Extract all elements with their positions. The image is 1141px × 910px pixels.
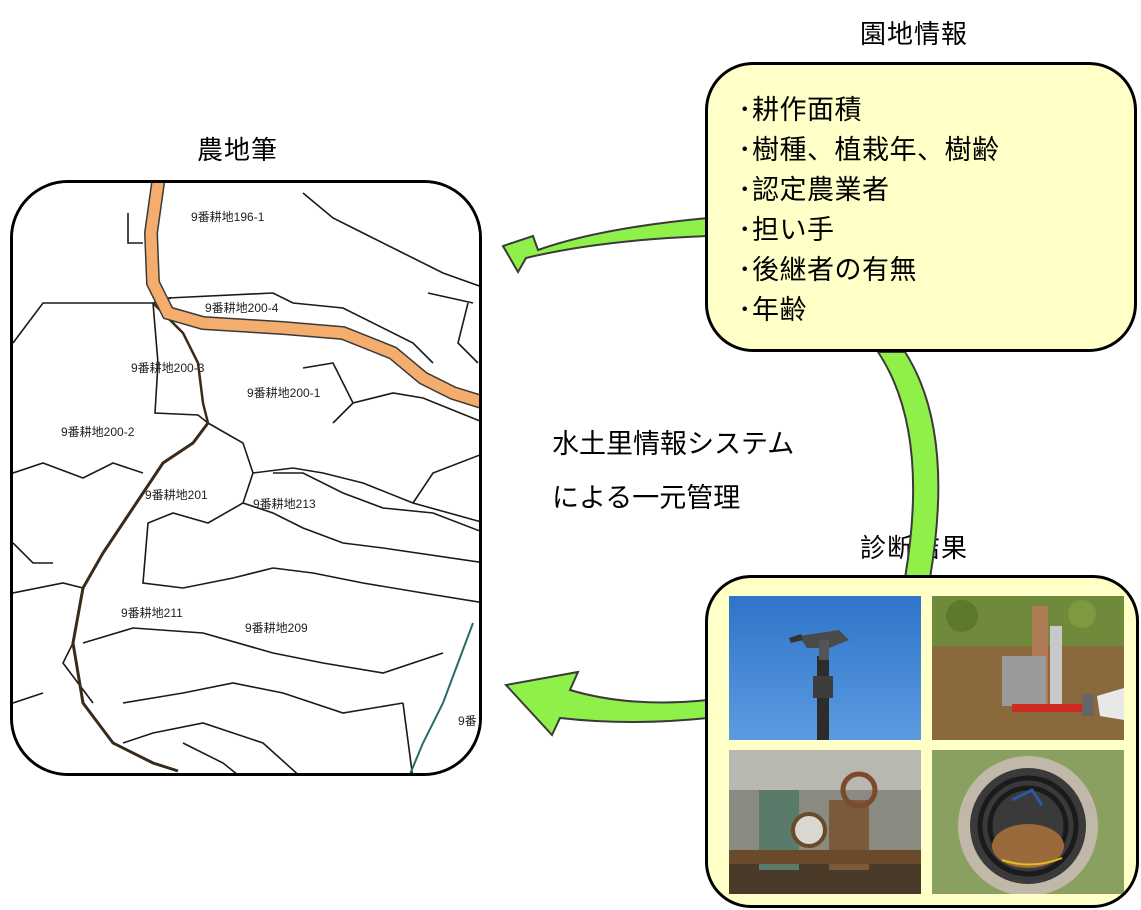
- arrow-info-to-map: [501, 216, 709, 275]
- pressure-valve-photo: [729, 750, 921, 894]
- info-panel-title: 園地情報: [860, 20, 969, 50]
- parcel-label: 9番耕地200-2: [61, 424, 135, 439]
- arrow-diagnosis-to-map: [504, 670, 709, 737]
- info-item-bearer: ･担い手: [738, 215, 835, 246]
- farm-info-panel: ･耕作面積 ･樹種、植栽年、樹齢 ･認定農業者 ･担い手 ･後継者の有無 ･年齢: [705, 62, 1137, 352]
- parcel-label: 9番: [458, 714, 477, 728]
- map-panel-title: 農地筆: [197, 136, 279, 166]
- info-item-certified-farmer: ･認定農業者: [738, 175, 890, 206]
- parcel-label: 9番耕地200-4: [205, 300, 279, 315]
- manhole-pipe-photo: [932, 750, 1124, 894]
- parcel-label: 9番耕地209: [245, 620, 308, 635]
- farmland-parcel-map: 9番耕地196-1 9番耕地200-4 9番耕地200-3 9番耕地200-1 …: [10, 180, 482, 776]
- parcel-map-drawing: 9番耕地196-1 9番耕地200-4 9番耕地200-3 9番耕地200-1 …: [13, 183, 479, 773]
- parcel-label: 9番耕地213: [253, 496, 316, 511]
- info-item-cultivated-area: ･耕作面積: [738, 95, 862, 126]
- hammer-inspection-photo: [932, 596, 1124, 740]
- info-item-tree-species: ･樹種、植栽年、樹齢: [738, 135, 1000, 166]
- diagnosis-results-panel: [705, 575, 1139, 908]
- sprinkler-photo: [729, 596, 921, 740]
- arrow-info-to-diagnosis: [876, 351, 940, 579]
- management-text-line1: 水土里情報システム: [552, 429, 795, 460]
- parcel-label: 9番耕地201: [145, 487, 208, 502]
- parcel-label: 9番耕地200-3: [131, 360, 205, 375]
- management-text-line2: による一元管理: [552, 483, 741, 514]
- parcel-label: 9番耕地200-1: [247, 385, 321, 400]
- info-item-successor: ･後継者の有無: [738, 255, 917, 286]
- info-item-age: ･年齢: [738, 295, 807, 326]
- parcel-label: 9番耕地196-1: [191, 209, 265, 224]
- parcel-label: 9番耕地211: [121, 605, 183, 620]
